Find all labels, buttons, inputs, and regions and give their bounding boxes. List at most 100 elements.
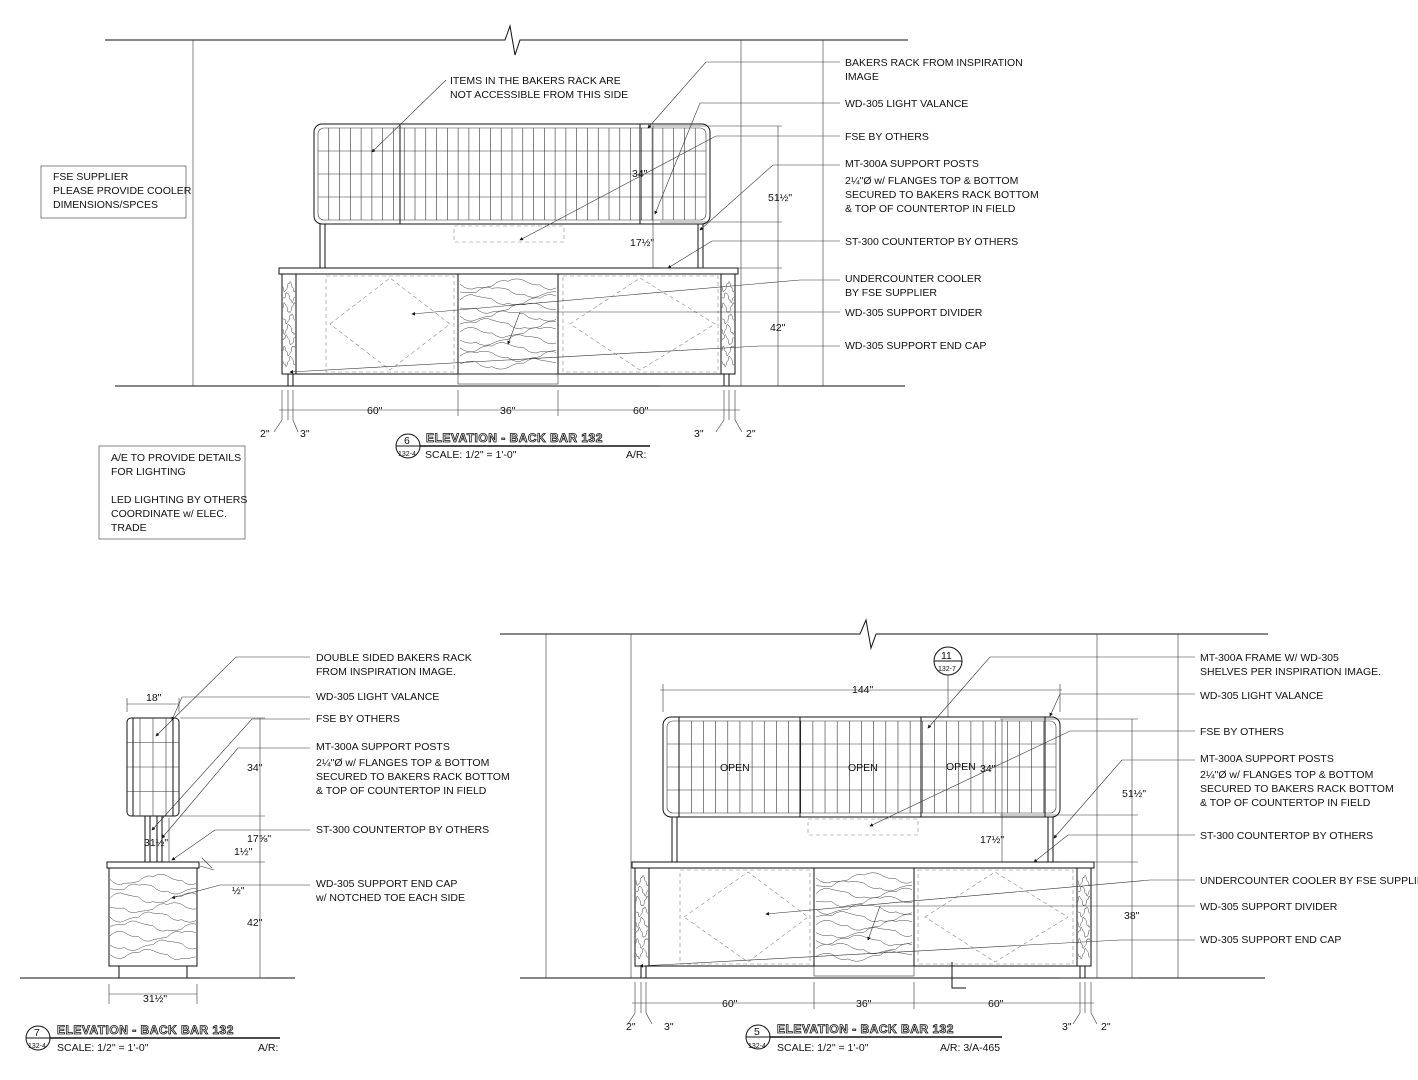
label-light-valance: WD-305 LIGHT VALANCE <box>1200 690 1323 702</box>
svg-text:FSE SUPPLIER: FSE SUPPLIER <box>53 171 129 183</box>
svg-text:DIMENSIONS/SPCES: DIMENSIONS/SPCES <box>53 199 158 211</box>
dim-60-right: 60" <box>633 405 649 417</box>
cooler-right <box>562 275 719 373</box>
end-cap-side <box>108 867 198 967</box>
label-support-posts-3: SECURED TO BAKERS RACK BOTTOM <box>1200 783 1394 795</box>
dim-2-left: 2" <box>626 1021 636 1033</box>
label-double-sided-rack-2: FROM INSPIRATION IMAGE. <box>316 666 456 678</box>
label-countertop: ST-300 COUNTERTOP BY OTHERS <box>845 236 1018 248</box>
dim-17-half: 17½" <box>630 237 654 249</box>
elevation-6: 34" 51½" 17½" 42" 60" 36" 60" 2" 3" 3" 2… <box>105 24 1039 461</box>
label-light-valance: WD-305 LIGHT VALANCE <box>845 98 968 110</box>
dim-34: 34" <box>980 763 996 775</box>
dim-60-left: 60" <box>722 998 738 1010</box>
sheet-number: 132-4 <box>398 451 416 458</box>
label-support-divider: WD-305 SUPPORT DIVIDER <box>845 307 983 319</box>
svg-text:COORDINATE w/ ELEC.: COORDINATE w/ ELEC. <box>111 508 227 520</box>
dim-1-half: 1½" <box>234 846 253 858</box>
dim-51-half: 51½" <box>768 192 792 204</box>
label-countertop: ST-300 COUNTERTOP BY OTHERS <box>316 824 489 836</box>
svg-text:LED LIGHTING BY OTHERS: LED LIGHTING BY OTHERS <box>111 494 247 506</box>
elevation-title: ELEVATION - BACK BAR 132 <box>57 1023 234 1037</box>
label-support-posts-1: MT-300A SUPPORT POSTS <box>1200 753 1334 765</box>
cooler-left <box>325 275 455 373</box>
section-mark <box>951 962 966 989</box>
svg-text:7: 7 <box>34 1027 40 1039</box>
dim-3-left: 3" <box>300 428 310 440</box>
break-line <box>105 24 908 56</box>
dim-3-left: 3" <box>664 1021 674 1033</box>
note-items-not-accessible-1: ITEMS IN THE BAKERS RACK ARE <box>450 75 621 87</box>
svg-text:132-4: 132-4 <box>748 1043 766 1050</box>
label-support-posts-2: 2¼"Ø w/ FLANGES TOP & BOTTOM <box>1200 769 1373 781</box>
dim-2-right: 2" <box>746 428 756 440</box>
end-cap-left <box>281 273 297 375</box>
label-fse-by-others: FSE BY OTHERS <box>316 713 400 725</box>
end-cap-right <box>1076 867 1092 967</box>
note-items-not-accessible-2: NOT ACCESSIBLE FROM THIS SIDE <box>450 89 628 101</box>
label-support-posts-2: 2¼"Ø w/ FLANGES TOP & BOTTOM <box>845 175 1018 187</box>
ar-text: A/R: <box>626 449 646 461</box>
dim-2-left: 2" <box>260 428 270 440</box>
label-bakers-rack-1: BAKERS RACK FROM INSPIRATION <box>845 57 1023 69</box>
dim-38: 38" <box>1124 910 1140 922</box>
dim-36: 36" <box>856 998 872 1010</box>
dim-3-right: 3" <box>1062 1021 1072 1033</box>
label-double-sided-rack-1: DOUBLE SIDED BAKERS RACK <box>316 652 472 664</box>
label-end-cap-2: w/ NOTCHED TOE EACH SIDE <box>315 892 465 904</box>
elevation-title: ELEVATION - BACK BAR 132 <box>777 1022 954 1036</box>
title-block-5: 5 132-4 ELEVATION - BACK BAR 132 SCALE: … <box>745 1022 1002 1054</box>
label-end-cap: WD-305 SUPPORT END CAP <box>845 340 986 352</box>
dim-60-left: 60" <box>367 405 383 417</box>
dim-144: 144" <box>852 684 874 696</box>
bakers-rack-front <box>662 716 1061 818</box>
dim-42: 42" <box>247 917 263 929</box>
dim-2-right: 2" <box>1101 1021 1111 1033</box>
open-label-2: OPEN <box>848 762 878 774</box>
dim-60-right: 60" <box>988 998 1004 1010</box>
label-countertop: ST-300 COUNTERTOP BY OTHERS <box>1200 830 1373 842</box>
open-label-3: OPEN <box>946 761 976 773</box>
label-support-posts-4: & TOP OF COUNTERTOP IN FIELD <box>845 203 1016 215</box>
svg-text:FOR LIGHTING: FOR LIGHTING <box>111 466 186 478</box>
svg-text:11: 11 <box>941 650 952 662</box>
label-cooler-1: UNDERCOUNTER COOLER <box>845 273 982 285</box>
label-support-posts-2: 2¼"Ø w/ FLANGES TOP & BOTTOM <box>316 757 489 769</box>
title-block-7: 7 132-4 ELEVATION - BACK BAR 132 SCALE: … <box>25 1023 280 1054</box>
dim-17-5-8: 17⅝" <box>247 833 271 845</box>
dim-31-half: 31½" <box>144 837 168 849</box>
dim-31-half-bottom: 31½" <box>143 993 167 1005</box>
scale-text: SCALE: 1/2" = 1'-0" <box>777 1042 869 1054</box>
light-fixture <box>807 818 919 836</box>
label-support-posts-3: SECURED TO BAKERS RACK BOTTOM <box>316 771 510 783</box>
elevation-5: OPEN OPEN OPEN 11 132-7 144" 34" 51½" 17… <box>500 618 1418 1054</box>
ar-text: A/R: <box>258 1042 278 1054</box>
label-support-posts-4: & TOP OF COUNTERTOP IN FIELD <box>316 785 487 797</box>
light-fixture <box>453 225 565 243</box>
countertop <box>631 861 1095 869</box>
note-lighting: A/E TO PROVIDE DETAILS FOR LIGHTING LED … <box>98 445 247 540</box>
elevation-title: ELEVATION - BACK BAR 132 <box>426 431 603 445</box>
label-cooler-2: BY FSE SUPPLIER <box>845 287 937 299</box>
label-bakers-rack-2: IMAGE <box>845 71 879 83</box>
dim-36: 36" <box>500 405 516 417</box>
countertop-side <box>106 861 200 869</box>
cooler-right <box>917 869 1074 965</box>
end-cap-left <box>634 867 650 967</box>
label-fse-by-others: FSE BY OTHERS <box>1200 726 1284 738</box>
note-fse-supplier: FSE SUPPLIER PLEASE PROVIDE COOLER DIMEN… <box>40 165 192 219</box>
svg-text:5: 5 <box>754 1026 760 1038</box>
scale-text: SCALE: 1/2" = 1'-0" <box>57 1042 149 1054</box>
dim-51-half: 51½" <box>1122 788 1146 800</box>
label-support-posts-1: MT-300A SUPPORT POSTS <box>845 158 979 170</box>
svg-text:A/E TO PROVIDE DETAILS: A/E TO PROVIDE DETAILS <box>111 452 241 464</box>
dim-34: 34" <box>632 168 648 180</box>
bakers-rack <box>313 123 711 225</box>
elevation-7: 18" 34" 31½" 17⅝" 1½" ½" 42" 31½" DOUBLE… <box>20 652 510 1054</box>
label-end-cap: WD-305 SUPPORT END CAP <box>1200 934 1341 946</box>
detail-number: 6 <box>404 435 410 447</box>
label-cooler: UNDERCOUNTER COOLER BY FSE SUPPLIER <box>1200 875 1418 887</box>
dim-18: 18" <box>146 692 162 704</box>
open-label-1: OPEN <box>720 762 750 774</box>
